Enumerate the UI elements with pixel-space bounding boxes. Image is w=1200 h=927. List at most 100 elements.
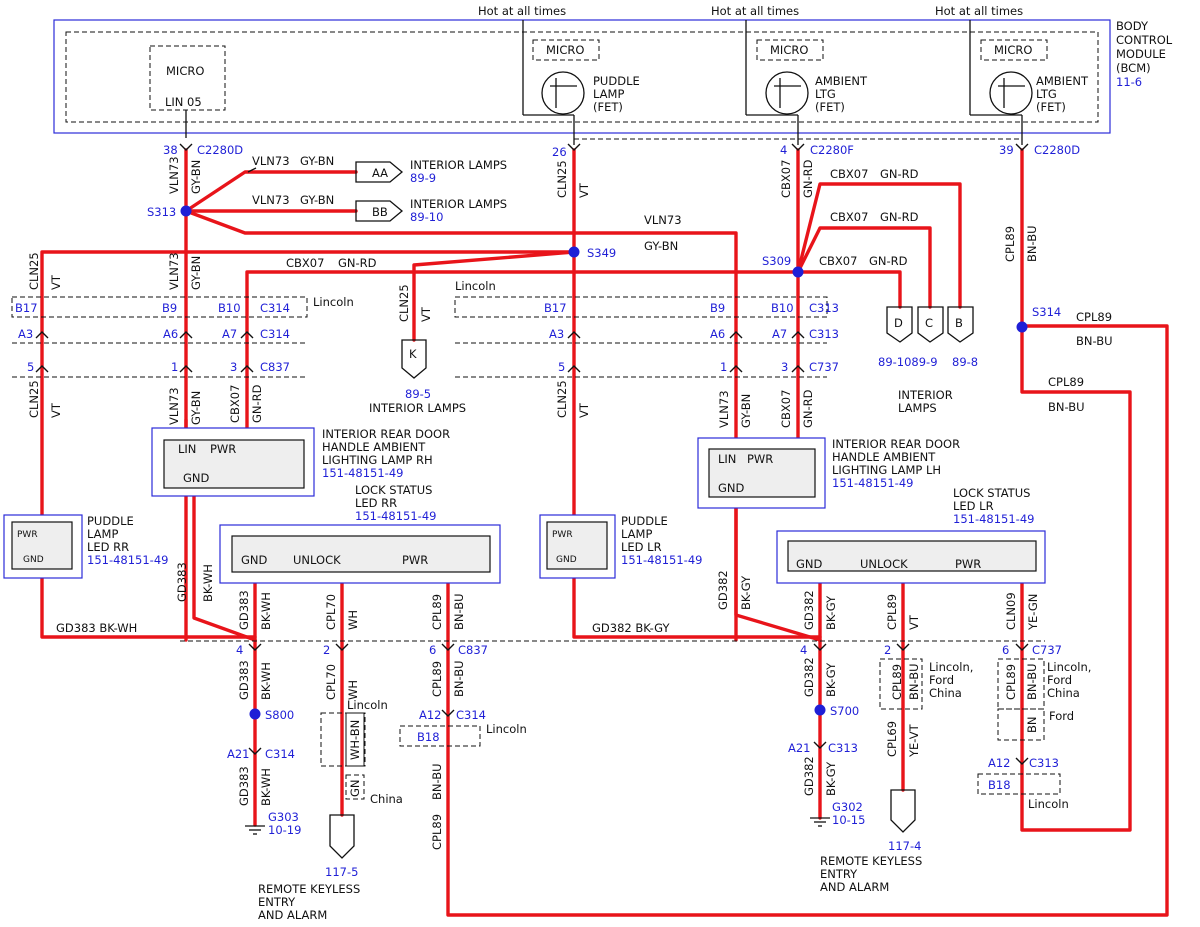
ground-g303-ref: 10-19 xyxy=(268,823,301,837)
tag-aa: AA xyxy=(372,166,388,180)
rh-pin-gnd: GND xyxy=(183,471,210,485)
puddle-lamp-lr: PWR GND PUDDLE LAMP LED LR 151-48151-49 xyxy=(539,514,702,579)
lbl-gnrd-mid: GN-RD xyxy=(338,256,377,270)
lock-rr-gnd: GND xyxy=(241,553,268,567)
tag-aa-ref: 89-9 xyxy=(410,171,436,185)
lbl-vln73-3: VLN73 xyxy=(167,387,181,425)
ford-label: Ford xyxy=(1049,709,1074,723)
lbl-gd383-3: GD383 xyxy=(237,660,251,700)
cav-a7-left: A7 xyxy=(222,327,237,341)
lbl-bnbu-loop: BN-BU xyxy=(1048,400,1085,414)
conn-c313-gnd: C313 xyxy=(828,741,858,755)
lbl-bkgy-1: BK-GY xyxy=(739,575,753,610)
lbl-cpl89-s314: CPL89 xyxy=(1076,310,1112,324)
cav-2-left: 2 xyxy=(323,643,330,657)
lbl-cpl89-loop: CPL89 xyxy=(1048,375,1084,389)
fet3-label-2: LTG xyxy=(1036,87,1057,101)
lbl-gd382-4: GD382 xyxy=(802,756,816,796)
lfc-label-1-l2: Ford xyxy=(929,673,954,687)
lbl-cbx07-b: CBX07 xyxy=(830,167,868,181)
hot-label-2: Hot at all times xyxy=(711,4,799,18)
lbl-gybn-3: GY-BN xyxy=(189,391,203,425)
ground-g303: G303 xyxy=(268,810,299,824)
cav-a7-right: A7 xyxy=(772,327,787,341)
cav-a6-left: A6 xyxy=(163,327,178,341)
fet2-label-3: (FET) xyxy=(815,100,845,114)
fet1-label-3: (FET) xyxy=(593,100,623,114)
lbl-bnbu-1: BN-BU xyxy=(1025,225,1039,262)
lincoln-label-left: Lincoln xyxy=(313,295,354,309)
lbl-bnbu-box: BN-BU xyxy=(907,663,921,700)
cav-1-left: 1 xyxy=(171,360,178,374)
lbl-cbx07-3: CBX07 xyxy=(779,390,793,428)
rke-right-label-2: ENTRY xyxy=(820,867,858,881)
lock-status-led-lr: GND UNLOCK PWR LOCK STATUS LED LR 151-48… xyxy=(776,486,1046,584)
cav-2-right: 2 xyxy=(884,643,891,657)
ground-g302-ref: 10-15 xyxy=(832,813,865,827)
lbl-gybn-2: GY-BN xyxy=(189,256,203,290)
tag-aa-label: INTERIOR LAMPS xyxy=(410,158,507,172)
lbl-bnbu-box2: BN-BU xyxy=(1025,663,1039,700)
tag-b: B xyxy=(955,316,963,330)
puddle-lr-gnd: GND xyxy=(556,555,577,565)
splice-s314: S314 xyxy=(1032,305,1061,319)
cav-6-right: 6 xyxy=(1002,643,1009,657)
lfc-label-1-l3: China xyxy=(929,686,962,700)
lbl-cbx07-1: CBX07 xyxy=(779,160,793,198)
tag-k: K xyxy=(409,347,417,361)
tag-bb: BB xyxy=(372,205,388,219)
lock-status-led-rr: GND UNLOCK PWR LOCK STATUS LED RR 151-48… xyxy=(219,483,501,584)
lbl-cln25-2: CLN25 xyxy=(555,160,569,198)
lincoln-whbn: Lincoln xyxy=(347,698,388,712)
lbl-gn: GN xyxy=(348,779,362,797)
connector-c2280d-1: C2280D xyxy=(197,143,243,157)
connector-c2280d-2: C2280D xyxy=(1034,143,1080,157)
door-rh-ref: 151-48151-49 xyxy=(322,466,403,480)
door-rh-label-1: INTERIOR REAR DOOR xyxy=(322,427,450,441)
cav-6-left: 6 xyxy=(429,643,436,657)
cav-b10-right: B10 xyxy=(771,301,794,315)
cav-a21-left: A21 xyxy=(227,747,250,761)
lbl-vt-5: VT xyxy=(907,614,921,630)
lbl-bkwh-3: BK-WH xyxy=(259,662,273,700)
lbl-bnbu-s314: BN-BU xyxy=(1076,334,1113,348)
splice-s800: S800 xyxy=(265,708,294,722)
lh-pin-gnd: GND xyxy=(718,481,745,495)
door-rh-label-2: HANDLE AMBIENT xyxy=(322,440,426,454)
rke-left-label-1: REMOTE KEYLESS xyxy=(258,882,360,896)
pin-39: 39 xyxy=(999,143,1014,157)
conn-c314-gnd: C314 xyxy=(265,747,295,761)
lbl-bnbu-4: BN-BU xyxy=(452,660,466,697)
conn-c313-mid: C313 xyxy=(809,327,839,341)
lbl-gd383-bkwh: GD383 BK-WH xyxy=(56,621,137,635)
splice-s349-dot xyxy=(568,246,580,258)
cav-3-left: 3 xyxy=(230,360,237,374)
rh-pin-lin: LIN xyxy=(178,442,196,456)
lock-lr-unlock: UNLOCK xyxy=(860,557,908,571)
grounds: G303 10-19 G302 10-15 xyxy=(245,800,865,837)
lbl-gnrd-3: GN-RD xyxy=(801,389,815,428)
puddle-rr-label-2: LAMP xyxy=(87,527,118,541)
lbl-yegn-1: YE-GN xyxy=(1026,594,1040,631)
lbl-vln73-aa: VLN73 xyxy=(252,154,290,168)
lbl-gd383-2: GD383 xyxy=(237,590,251,630)
lbl-vt-4: VT xyxy=(577,402,591,418)
lock-lr-pwr: PWR xyxy=(955,557,981,571)
lbl-gybn-aa: GY-BN xyxy=(300,154,334,168)
lin05-label: LIN 05 xyxy=(165,95,202,109)
lbl-cln25-4: CLN25 xyxy=(555,380,569,418)
lbl-vln73-bb: VLN73 xyxy=(252,193,290,207)
lbl-cbx07-d: CBX07 xyxy=(819,254,857,268)
puddle-lr-label-1: PUDDLE xyxy=(621,514,668,528)
micro-ambient2-label: MICRO xyxy=(994,43,1032,57)
lbl-gd382-3: GD382 xyxy=(802,657,816,697)
bcm-module: BODY CONTROL MODULE (BCM) 11-6 MICRO LIN… xyxy=(53,4,1173,145)
interior-lamps-label-2: LAMPS xyxy=(898,401,937,415)
lbl-vt-2: VT xyxy=(577,182,591,198)
lbl-bkwh-2: BK-WH xyxy=(259,592,273,630)
connector-c2280f: C2280F xyxy=(810,143,854,157)
lbl-cbx07-2: CBX07 xyxy=(228,385,242,423)
micro-puddle-label: MICRO xyxy=(546,43,584,57)
lfc-label-2-l3: China xyxy=(1047,686,1080,700)
lbl-gd382-bkgy: GD382 BK-GY xyxy=(592,621,671,635)
